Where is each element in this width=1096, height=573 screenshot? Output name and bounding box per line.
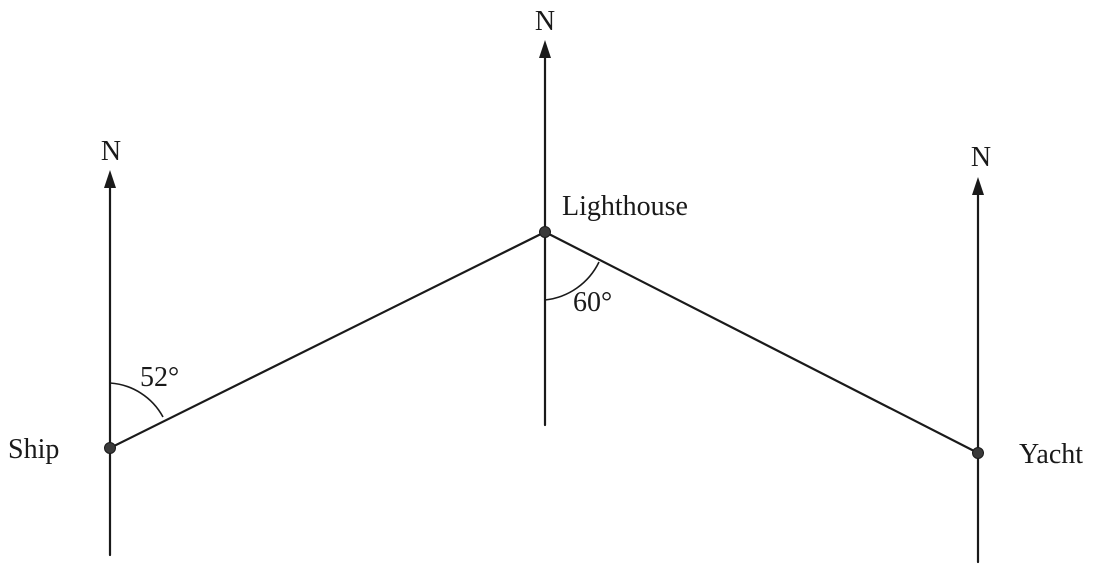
lighthouse-angle-arc (544, 261, 600, 301)
ship-angle-label: 52° (140, 362, 179, 393)
ship-north-label: N (101, 136, 121, 167)
lighthouse-label: Lighthouse (562, 191, 688, 222)
ship-angle-arc (109, 382, 164, 418)
ship-lighthouse-segment (108, 230, 547, 450)
ship-point (104, 442, 116, 454)
lighthouse-angle-label: 60° (573, 287, 612, 318)
yacht-point (972, 447, 984, 459)
lighthouse-north-label: N (535, 6, 555, 37)
lighthouse-point (539, 226, 551, 238)
ship-north-arrow-icon (104, 170, 116, 188)
yacht-label: Yacht (1019, 439, 1083, 470)
yacht-north-label: N (971, 142, 991, 173)
lighthouse-yacht-segment (543, 230, 980, 455)
ship-label: Ship (8, 434, 59, 465)
yacht-north-arrow-icon (972, 177, 984, 195)
lighthouse-north-arrow-icon (539, 40, 551, 58)
